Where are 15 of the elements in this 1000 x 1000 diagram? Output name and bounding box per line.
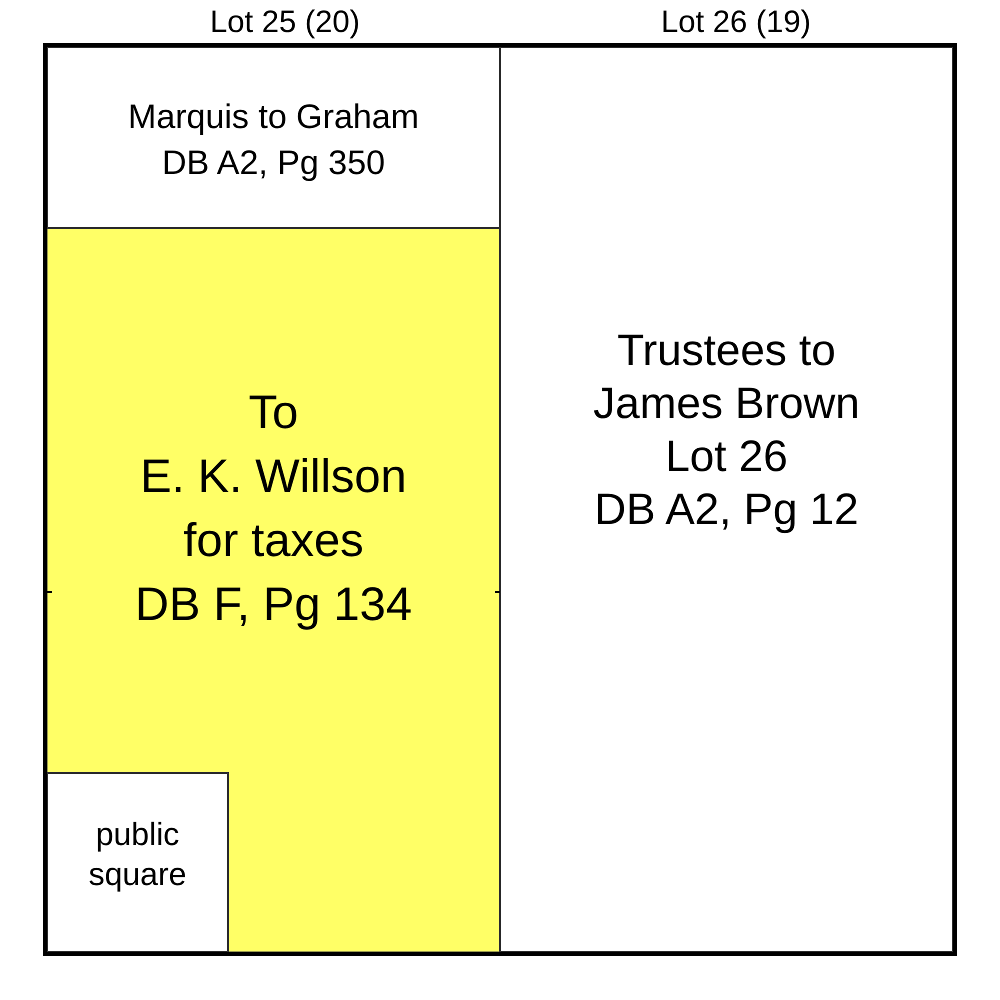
conveyance-text: Trustees to James Brown xyxy=(592,325,861,430)
lot-number: Lot 26 xyxy=(665,431,788,483)
conveyance-text: To xyxy=(248,384,298,440)
deed-reference: DB F, Pg 134 xyxy=(135,576,412,632)
taxed-parcel xyxy=(47,228,500,952)
parcel-plot xyxy=(47,47,500,228)
plot-label: public square xyxy=(88,814,188,894)
lot-heading: Lot 25 (20) xyxy=(210,3,360,40)
deed-reference: DB A2, Pg 350 xyxy=(162,142,386,184)
grantee-text: E. K. Willson for taxes xyxy=(139,448,408,568)
public-square-plot xyxy=(47,773,228,952)
deed-reference: DB A2, Pg 12 xyxy=(594,484,859,536)
conveyance-text: Marquis to Graham xyxy=(128,96,419,138)
lot-heading: Lot 26 (19) xyxy=(661,3,811,40)
parcel-plot xyxy=(500,47,953,952)
